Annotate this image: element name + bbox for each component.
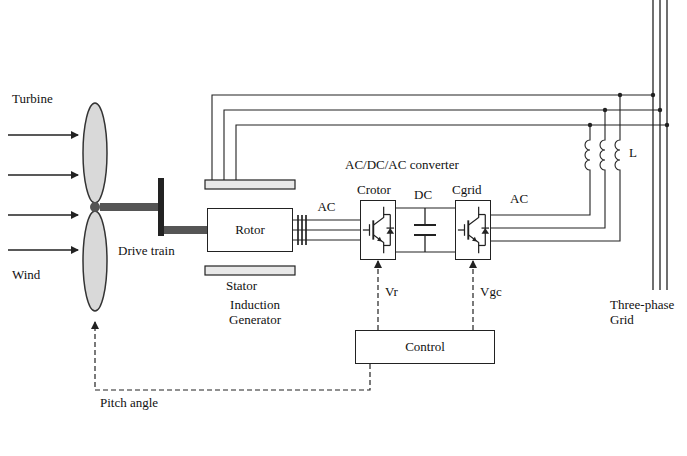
stator-label: Stator xyxy=(226,279,257,294)
signal-name: Vr xyxy=(383,285,400,300)
connection-label: AC xyxy=(315,200,337,215)
inductor-label: L xyxy=(629,146,637,161)
control-signal xyxy=(472,260,473,330)
dc-label: DC xyxy=(414,188,432,203)
converter-box: Crotor xyxy=(360,200,396,260)
rotor-box: Rotor xyxy=(207,208,293,252)
signal-name: Vgc xyxy=(478,285,504,300)
turbine-label: Turbine xyxy=(12,92,53,107)
converter-box: Cgrid xyxy=(455,200,491,260)
box-text: Control xyxy=(405,340,445,355)
igbt-symbol xyxy=(456,201,490,259)
pitch-angle-line xyxy=(95,322,370,390)
ac-label: AC xyxy=(510,192,528,207)
stator-wires xyxy=(212,95,667,180)
generator-label: Induction Generator xyxy=(205,298,305,328)
junction-dots xyxy=(588,93,669,127)
arrowhead xyxy=(469,260,477,268)
igbt-symbol xyxy=(361,201,395,259)
control-signal xyxy=(377,260,378,330)
box-text: Rotor xyxy=(235,223,265,238)
grid-label: Three-phase Grid xyxy=(610,298,684,328)
wind-label: Wind xyxy=(12,268,40,283)
dc-capacitor xyxy=(414,208,436,252)
stator-bars xyxy=(205,180,295,275)
pitch-angle-label: Pitch angle xyxy=(100,396,158,411)
grid-lines xyxy=(653,0,667,290)
converter-label: AC/DC/AC converter xyxy=(345,158,459,173)
grid-side-wires xyxy=(491,95,620,241)
drive-train xyxy=(100,178,207,236)
arrowhead xyxy=(374,260,382,268)
drive-train-label: Drive train xyxy=(118,244,175,259)
wind-arrows xyxy=(8,135,78,250)
converter-name: Cgrid xyxy=(452,183,482,198)
power-connection xyxy=(396,208,455,252)
control-box: Control xyxy=(355,330,495,364)
power-connection xyxy=(293,220,360,240)
converter-name: Crotor xyxy=(357,183,391,198)
